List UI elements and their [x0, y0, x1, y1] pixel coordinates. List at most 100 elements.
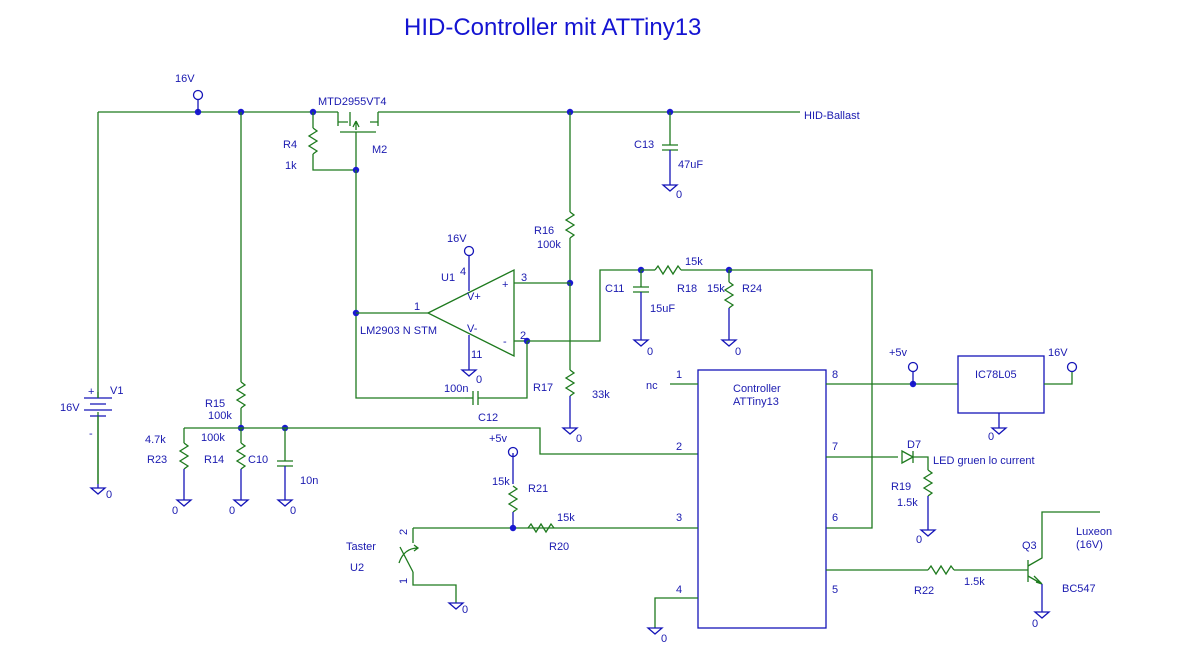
svg-text:C11: C11 — [605, 283, 624, 295]
svg-text:Luxeon: Luxeon — [1076, 526, 1112, 538]
svg-text:4: 4 — [460, 266, 466, 278]
supply-5v-flag: +5v — [889, 347, 919, 384]
resistor-r24: 15k R24 0 — [707, 270, 762, 358]
svg-text:LED gruen lo current: LED gruen lo current — [933, 455, 1035, 467]
svg-text:0: 0 — [106, 489, 112, 501]
svg-text:R14: R14 — [204, 454, 224, 466]
svg-text:+5v: +5v — [889, 347, 908, 359]
junction — [509, 524, 517, 532]
svg-text:Controller: Controller — [733, 383, 781, 395]
pushbutton-u2[interactable]: Taster U2 2 1 0 — [346, 528, 468, 616]
svg-text:V-: V- — [467, 323, 478, 335]
svg-text:LM2903 N STM: LM2903 N STM — [360, 325, 437, 337]
svg-text:1: 1 — [414, 301, 420, 313]
capacitor-c10: C10 10n 0 — [248, 428, 318, 517]
schematic-title: HID-Controller mit ATTiny13 — [404, 14, 701, 41]
mosfet-m2: MTD2955VT4 M2 — [318, 96, 387, 170]
resistor-r21: 15k R21 — [492, 476, 548, 528]
svg-text:6: 6 — [832, 512, 838, 524]
svg-text:R15: R15 — [205, 398, 225, 410]
svg-text:R19: R19 — [891, 481, 911, 493]
svg-text:Taster: Taster — [346, 541, 376, 553]
svg-text:(16V): (16V) — [1076, 539, 1103, 551]
svg-text:IC78L05: IC78L05 — [975, 369, 1017, 381]
svg-text:0: 0 — [647, 346, 653, 358]
svg-text:U1: U1 — [441, 272, 455, 284]
svg-text:-: - — [89, 428, 93, 440]
svg-text:0: 0 — [462, 604, 468, 616]
regulator-ic78l05: IC78L05 16V 0 — [957, 347, 1078, 443]
svg-text:MTD2955VT4: MTD2955VT4 — [318, 96, 386, 108]
svg-text:1.5k: 1.5k — [964, 576, 985, 588]
svg-text:R20: R20 — [549, 541, 569, 553]
svg-text:0: 0 — [172, 505, 178, 517]
svg-text:4.7k: 4.7k — [145, 434, 166, 446]
svg-text:2: 2 — [398, 529, 410, 535]
resistor-r15: R15 100k — [205, 381, 247, 428]
svg-text:16V: 16V — [60, 402, 80, 414]
battery-v1: + V1 16V - — [60, 385, 123, 484]
svg-text:BC547: BC547 — [1062, 583, 1096, 595]
svg-text:C13: C13 — [634, 139, 654, 151]
svg-text:0: 0 — [1032, 618, 1038, 630]
resistor-r22: R22 1.5k — [914, 564, 1028, 597]
capacitor-c13: C13 47uF 0 — [634, 112, 703, 201]
svg-text:0: 0 — [735, 346, 741, 358]
svg-text:+: + — [502, 279, 508, 291]
nc-label: nc — [646, 380, 658, 392]
svg-text:2: 2 — [676, 441, 682, 453]
svg-text:7: 7 — [832, 441, 838, 453]
svg-text:15k: 15k — [557, 512, 575, 524]
svg-text:+: + — [88, 386, 94, 398]
svg-text:5: 5 — [832, 584, 838, 596]
resistor-r17: R17 33k 0 — [533, 283, 610, 445]
wire — [184, 427, 698, 455]
opamp-u1: 16V 4 U1 V+ V- + - 1 3 2 11 0 LM2903 N S… — [356, 233, 570, 386]
svg-text:+5v: +5v — [489, 433, 508, 445]
svg-text:0: 0 — [576, 433, 582, 445]
resistor-r19: R19 1.5k 0 — [891, 469, 937, 546]
svg-text:1: 1 — [398, 578, 410, 584]
svg-text:3: 3 — [676, 512, 682, 524]
supply-16v-flag: 16V — [175, 73, 204, 112]
wire — [729, 269, 873, 529]
svg-text:11: 11 — [471, 349, 482, 361]
svg-text:47uF: 47uF — [678, 159, 703, 171]
svg-text:V+: V+ — [467, 291, 481, 303]
resistor-r16: R16 100k — [534, 112, 576, 283]
svg-text:0: 0 — [661, 633, 667, 645]
resistor-r23: 4.7k R23 0 — [145, 428, 193, 517]
svg-text:0: 0 — [290, 505, 296, 517]
svg-text:100n: 100n — [444, 383, 468, 395]
controller-attiny13: Controller ATTiny13 1 2 3 4 5 6 7 8 nc 0 — [646, 369, 958, 645]
resistor-r4: R4 1k — [283, 112, 356, 172]
svg-text:2: 2 — [520, 330, 526, 342]
svg-text:10n: 10n — [300, 475, 318, 487]
hid-ballast-label: HID-Ballast — [804, 110, 860, 122]
svg-text:15k: 15k — [707, 283, 725, 295]
svg-text:C12: C12 — [478, 412, 498, 424]
svg-text:R22: R22 — [914, 585, 934, 597]
svg-text:15k: 15k — [685, 256, 703, 268]
svg-text:4: 4 — [676, 584, 682, 596]
svg-text:15k: 15k — [492, 476, 510, 488]
resistor-r18: 15k R18 — [641, 256, 729, 295]
svg-text:16V: 16V — [175, 73, 195, 85]
svg-text:100k: 100k — [201, 432, 225, 444]
svg-text:R23: R23 — [147, 454, 167, 466]
resistor-r20: 15k R20 — [527, 512, 575, 553]
svg-text:0: 0 — [916, 534, 922, 546]
svg-text:0: 0 — [676, 189, 682, 201]
svg-text:Q3: Q3 — [1022, 540, 1037, 552]
supply-5v-flag-2: +5v — [489, 433, 519, 484]
svg-text:100k: 100k — [208, 410, 232, 422]
svg-text:R17: R17 — [533, 382, 553, 394]
svg-text:0: 0 — [229, 505, 235, 517]
svg-text:16V: 16V — [1048, 347, 1068, 359]
svg-text:16V: 16V — [447, 233, 467, 245]
capacitor-c11: C11 15uF 0 — [605, 270, 675, 358]
svg-text:V1: V1 — [110, 385, 123, 397]
svg-text:R21: R21 — [528, 483, 548, 495]
svg-text:R24: R24 — [742, 283, 762, 295]
svg-text:D7: D7 — [907, 439, 921, 451]
